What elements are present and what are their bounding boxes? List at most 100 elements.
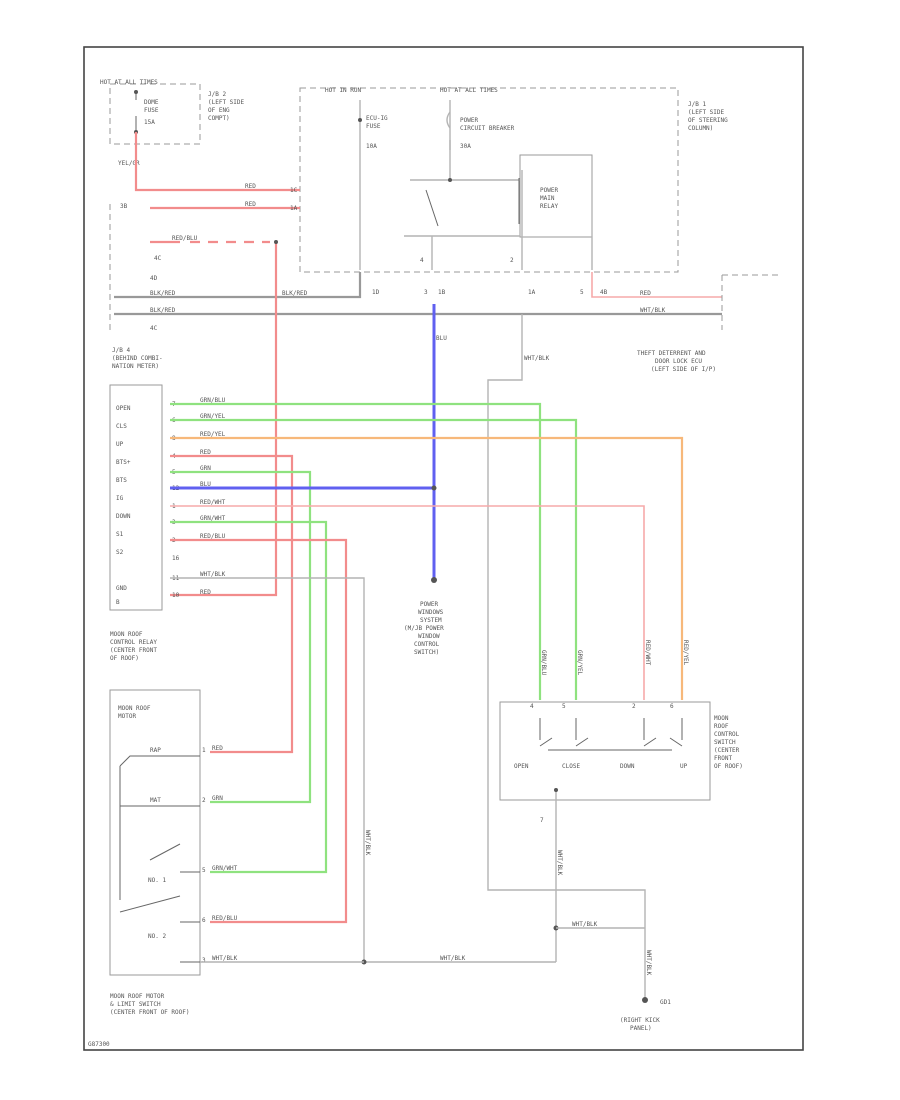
window-label-g: SWITCH) <box>414 649 439 656</box>
sw-down-label: RED/WHT <box>644 640 651 666</box>
jb1-label-b: (LEFT SIDE <box>688 109 725 116</box>
hot-all-label: HOT AT ALL TIMES <box>100 79 158 86</box>
ecu-fuse-amp: 10A <box>366 143 377 150</box>
switch-open-label: OPEN <box>514 763 529 770</box>
dome-fuse-amp: 15A <box>144 119 155 126</box>
switch-up-label: UP <box>680 763 688 770</box>
theft-label-b: DOOR LOCK ECU <box>655 358 702 365</box>
relay-label-c: RELAY <box>540 203 558 210</box>
gnd-vertical-label: WHT/BLK <box>364 830 371 856</box>
yel-gr-wire-label: YEL/GR <box>118 160 140 167</box>
gnd-wire-label: WHT/BLK <box>200 571 226 578</box>
relay-contact-switch <box>425 189 439 227</box>
motor-title-a: MOON ROOF <box>118 705 151 712</box>
motor-grn-label: GRN <box>200 465 211 472</box>
switch-label-b: ROOF <box>714 723 729 730</box>
conn-4c-2: 4C <box>150 325 158 332</box>
sw-open-label: GRN/BLU <box>540 650 547 676</box>
relay-label-d: OF ROOF) <box>110 655 139 662</box>
pwr-red-label: RED <box>200 589 211 596</box>
motor-ls1-label: NO. 1 <box>148 877 166 884</box>
jb2-label-d: COMPT) <box>208 115 230 122</box>
motor-title-b: MOTOR <box>118 713 136 720</box>
motor-ls1-side-label: GRN/WHT <box>212 865 238 872</box>
motor-grn-wire <box>170 470 312 804</box>
down-wire-label: RED/WHT <box>200 499 226 506</box>
limit-sw1-wire <box>170 520 328 874</box>
jb2-label-c: OF ENG <box>208 107 230 114</box>
switch-pin-5: 5 <box>562 703 566 710</box>
motor-pin-5: 5 <box>202 867 206 874</box>
power-main-relay-box <box>519 154 593 238</box>
ground-id: GD1 <box>660 999 671 1006</box>
switch-pin-4: 4 <box>530 703 534 710</box>
ig-junction-dot <box>431 485 437 491</box>
red-wire-label-2: RED <box>245 201 256 208</box>
motor-internal-switches <box>119 755 200 963</box>
wht-blk-vertical-label: WHT/BLK <box>524 355 550 362</box>
relay-pin-s2: S2 <box>116 549 124 556</box>
blk-red-label-3: BLK/RED <box>150 307 176 314</box>
motor-gnd-side-label: WHT/BLK <box>212 955 238 962</box>
relay-label-c: (CENTER FRONT <box>110 647 157 654</box>
motor-red-wire <box>170 454 294 754</box>
ecu-fuse-label: ECU-IG <box>366 115 388 122</box>
hot-acc-label: HOT AT ALL TIMES <box>440 87 498 94</box>
gnd-mid-label: WHT/BLK <box>440 955 466 962</box>
blk-red-label-1: BLK/RED <box>150 290 176 297</box>
window-label-e: WINDOW <box>418 633 440 640</box>
cb-symbol <box>446 111 451 150</box>
ground-label-a: (RIGHT KICK <box>620 1017 660 1024</box>
motor-bottom-label-c: (CENTER FRONT OF ROOF) <box>110 1009 189 1016</box>
down-wire <box>170 505 645 700</box>
ecu-fuse-label-2: FUSE <box>366 123 381 130</box>
cb-amp: 30A <box>460 143 471 150</box>
jb1-label-c: OF STEERING <box>688 117 728 124</box>
dome-fuse-node-top <box>134 90 138 94</box>
switch-label-a: MOON <box>714 715 729 722</box>
jb4-label-a: J/B 4 <box>112 347 130 354</box>
jb2-label-a: J/B 2 <box>208 91 226 98</box>
motor-bottom-label-a: MOON ROOF MOTOR <box>110 993 165 1000</box>
motor-pin-1: 1 <box>202 747 206 754</box>
pin-2: 2 <box>510 257 514 264</box>
conn-1c: 1C <box>290 187 298 194</box>
motor-rap-label: RAP <box>150 747 161 754</box>
red-b-feed <box>170 242 278 597</box>
switch-close-label: CLOSE <box>562 763 580 770</box>
open-wire-label: GRN/BLU <box>200 397 226 404</box>
motor-ls2-label: NO. 2 <box>148 933 166 940</box>
ground-label-b: PANEL) <box>630 1025 652 1032</box>
cb-label-b: CIRCUIT BREAKER <box>460 125 515 132</box>
switch-contacts <box>539 718 683 740</box>
limit-sw2-wire <box>170 538 348 924</box>
diagram-frame <box>83 46 804 1051</box>
red-blu-wire-label: RED/BLU <box>172 235 198 242</box>
motor-pin-6: 6 <box>202 917 206 924</box>
jb1-label-a: J/B 1 <box>688 101 706 108</box>
jb2-box <box>109 83 201 145</box>
sw-close-label: GRN/YEL <box>576 650 583 676</box>
conn-3b: 3B <box>120 203 128 210</box>
theft-wire-label: RED <box>640 290 651 297</box>
moon-roof-relay-box <box>109 384 163 611</box>
cb-node <box>448 178 452 182</box>
switch-label-g: OF ROOF) <box>714 763 743 770</box>
window-label-b: WINDOWS <box>418 609 444 616</box>
relay-pin-number: 16 <box>172 555 180 562</box>
ground-terminal <box>642 997 648 1003</box>
up-wire <box>170 436 684 700</box>
relay-label-b: CONTROL RELAY <box>110 639 157 646</box>
cb-label-a: POWER <box>460 117 478 124</box>
switch-label-f: FRONT <box>714 755 732 762</box>
conn-1a-2: 1A <box>528 289 536 296</box>
conn-4d: 4D <box>150 275 158 282</box>
wht-blk-ground-run <box>487 314 646 1000</box>
dome-fuse-label: DOME <box>144 99 159 106</box>
pin-5: 5 <box>580 289 584 296</box>
relay-pin-cls: CLS <box>116 423 127 430</box>
theft-label-c: (LEFT SIDE OF I/P) <box>651 366 716 373</box>
relay-label-a: POWER <box>540 187 558 194</box>
cb-line <box>410 100 520 181</box>
